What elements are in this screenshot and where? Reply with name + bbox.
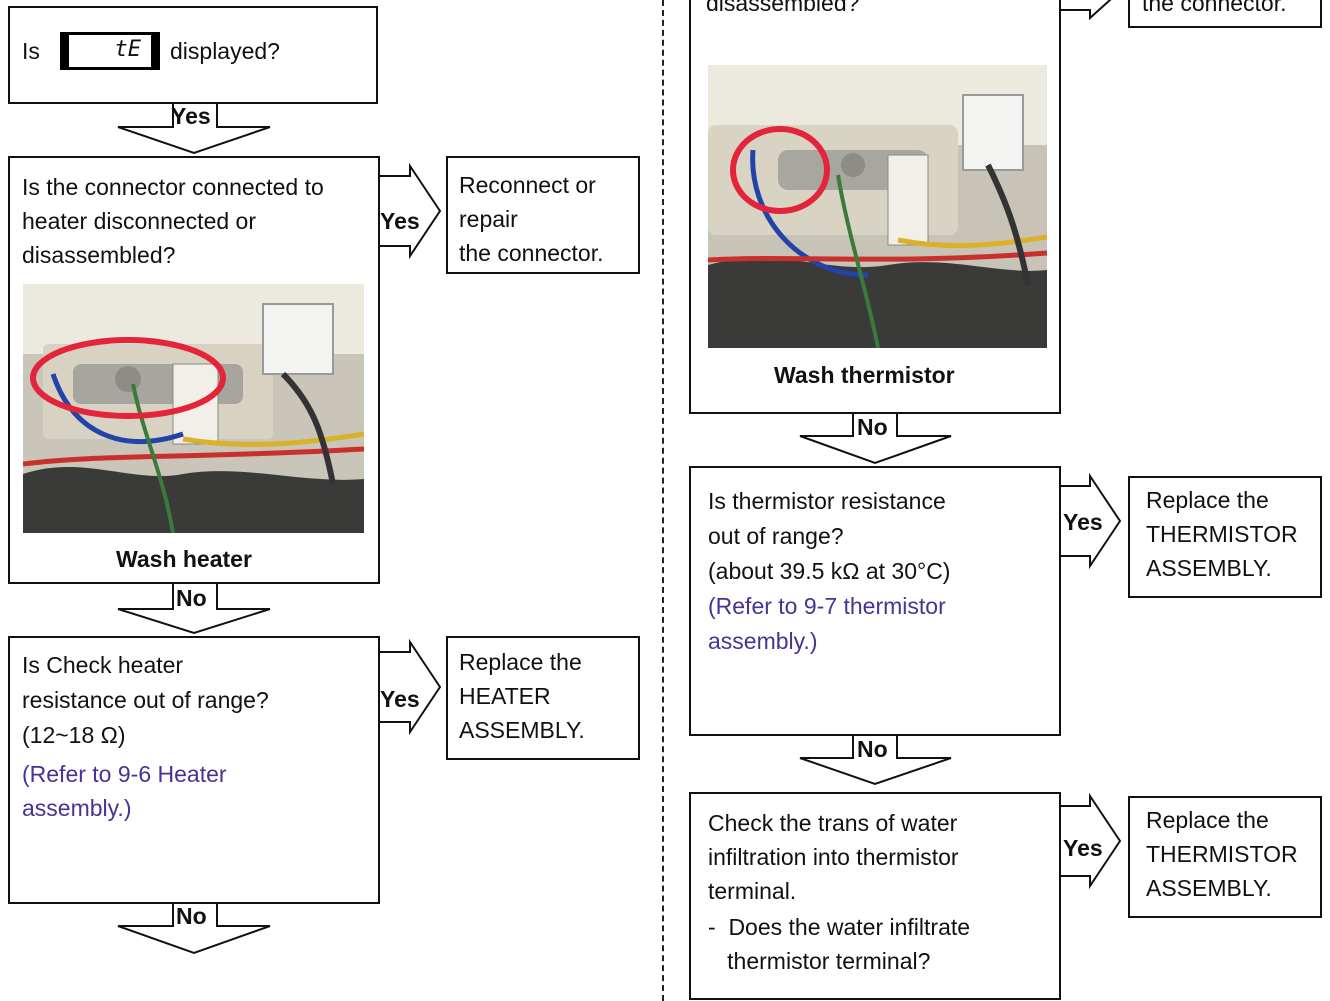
right-arrow-label-no-1: No bbox=[857, 414, 888, 440]
action2-line-2: HEATER bbox=[459, 683, 551, 709]
step1-prefix: Is bbox=[22, 38, 40, 64]
column-divider bbox=[662, 0, 664, 1001]
step2-line-2: heater disconnected or bbox=[22, 208, 256, 234]
step1-suffix: displayed? bbox=[170, 38, 280, 64]
arrow-label-yes: Yes bbox=[171, 103, 211, 129]
right-action1-line-2: THERMISTOR bbox=[1146, 521, 1298, 547]
wash-thermistor-photo bbox=[708, 65, 1047, 348]
step3-yes-label: Yes bbox=[380, 686, 420, 712]
right-action2-line-2: THERMISTOR bbox=[1146, 841, 1298, 867]
error-code-text: tE bbox=[69, 35, 151, 67]
right-arrow-right-0 bbox=[1060, 0, 1112, 21]
wash-heater-photo bbox=[23, 284, 364, 533]
down-arrow-left-1 bbox=[117, 104, 271, 155]
action1-line-2: repair bbox=[459, 206, 518, 232]
right-step2-ref-line-2: assembly.) bbox=[708, 628, 818, 654]
right-arrow-left-2 bbox=[380, 638, 442, 736]
right-arrow-right-1 bbox=[1060, 472, 1122, 570]
right-action2-line-3: ASSEMBLY. bbox=[1146, 875, 1272, 901]
step-box-heater-resistance bbox=[8, 636, 380, 904]
error-code-display: tE bbox=[60, 32, 160, 70]
step3-ref-line-1: (Refer to 9-6 Heater bbox=[22, 761, 227, 787]
step3-line-1: Is Check heater bbox=[22, 652, 184, 678]
right-step2-ref-line-1: (Refer to 9-7 thermistor bbox=[708, 593, 946, 619]
right-action2-line-1: Replace the bbox=[1146, 807, 1269, 833]
wash-thermistor-caption: Wash thermistor bbox=[774, 362, 955, 388]
right-step3-yes-label: Yes bbox=[1063, 835, 1103, 861]
action1-line-1: Reconnect or bbox=[459, 172, 596, 198]
step-box-water-infiltration bbox=[689, 792, 1061, 1000]
right-step2-yes-label: Yes bbox=[1063, 509, 1103, 535]
action-box-replace-thermistor-1 bbox=[1128, 476, 1322, 598]
step3-line-3: (12~18 Ω) bbox=[22, 722, 126, 748]
down-arrow-left-3 bbox=[117, 903, 271, 955]
down-arrow-left-2 bbox=[117, 584, 271, 635]
action2-line-3: ASSEMBLY. bbox=[459, 717, 585, 743]
right-step3-line-1: Check the trans of water bbox=[708, 810, 958, 836]
right-arrow-label-no-2: No bbox=[857, 736, 888, 762]
right-step2-line-1: Is thermistor resistance bbox=[708, 488, 946, 514]
step3-ref-line-2: assembly.) bbox=[22, 795, 132, 821]
step2-line-3: disassembled? bbox=[22, 242, 176, 268]
right-arrow-left-1 bbox=[380, 162, 442, 260]
right-step2-line-3: (about 39.5 kΩ at 30°C) bbox=[708, 558, 951, 584]
right-step3-line-5: thermistor terminal? bbox=[708, 948, 931, 974]
step2-line-1: Is the connector connected to bbox=[22, 174, 324, 200]
right-step2-line-2: out of range? bbox=[708, 523, 844, 549]
step2-yes-label: Yes bbox=[380, 208, 420, 234]
right-arrow-right-2 bbox=[1060, 792, 1122, 890]
right-step3-line-4: - Does the water infiltrate bbox=[708, 914, 971, 940]
right-top-line: disassembled? bbox=[706, 0, 860, 16]
right-action1-line-3: ASSEMBLY. bbox=[1146, 555, 1272, 581]
wash-heater-caption: Wash heater bbox=[116, 546, 252, 572]
step3-line-2: resistance out of range? bbox=[22, 687, 269, 713]
right-step3-line-2: infiltration into thermistor bbox=[708, 844, 959, 870]
right-step3-line-3: terminal. bbox=[708, 878, 797, 904]
right-action1-line-1: Replace the bbox=[1146, 487, 1269, 513]
right-top-action-line: the connector. bbox=[1142, 0, 1287, 16]
action-box-replace-thermistor-2 bbox=[1128, 796, 1322, 918]
down-arrow-right-1 bbox=[799, 414, 952, 465]
action-box-replace-heater bbox=[446, 636, 640, 760]
action-box-top-connector bbox=[1128, 0, 1322, 28]
step-box-thermistor-resistance bbox=[689, 466, 1061, 736]
arrow-label-no-bottom: No bbox=[176, 903, 207, 929]
action-box-reconnect bbox=[446, 156, 640, 274]
down-arrow-right-2 bbox=[799, 736, 952, 786]
arrow-label-no: No bbox=[176, 585, 207, 611]
action2-line-1: Replace the bbox=[459, 649, 582, 675]
action1-line-3: the connector. bbox=[459, 240, 604, 266]
